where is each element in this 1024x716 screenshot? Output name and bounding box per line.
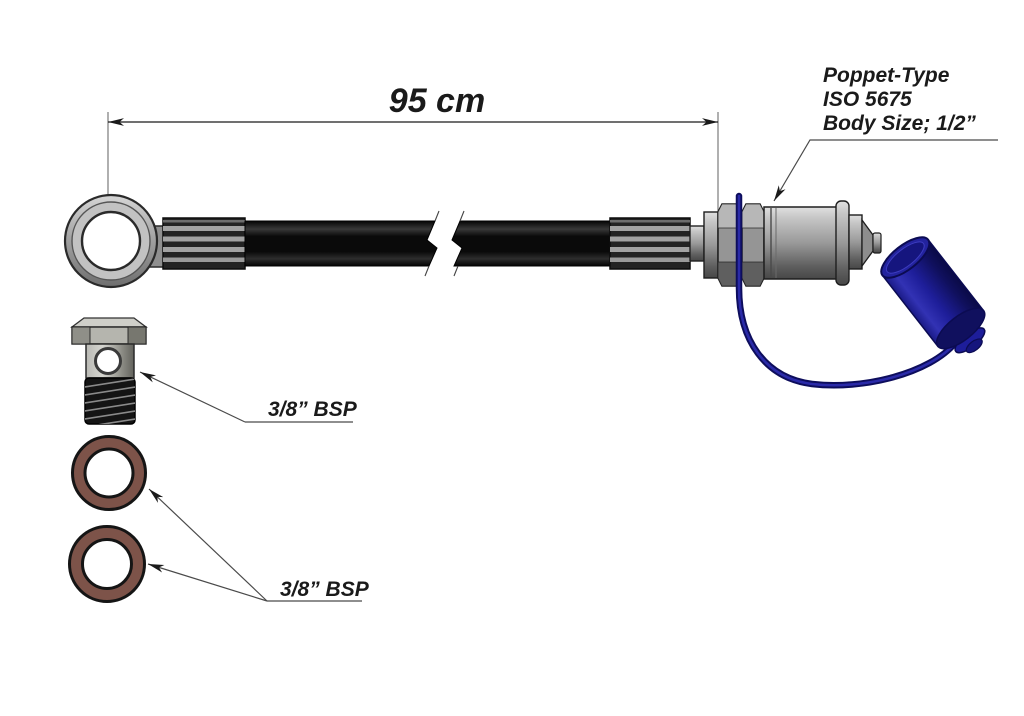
hose-segment-left [244, 220, 438, 267]
lanyard-cable [737, 194, 958, 387]
coupling-spec-line1: Poppet-Type [823, 64, 950, 87]
washer-bore [83, 447, 135, 499]
callout-bolt-spec: 3/8” BSP [139, 371, 358, 423]
ferrule-rib [610, 236, 690, 242]
dimension-label: 95 cm [389, 82, 485, 120]
hose-assembly [63, 193, 882, 289]
crimp-ferrule-right [609, 217, 691, 270]
ferrule-rib [163, 257, 245, 262]
break-symbol-ticks [424, 210, 465, 277]
bolt-head-top [70, 317, 148, 328]
cap-open-face-inner [885, 241, 925, 274]
bolt-leader-line [139, 371, 246, 423]
ferrule-rib [610, 247, 690, 252]
ferrule-rib [610, 226, 690, 231]
bolt-cross-hole [94, 347, 122, 375]
coupling-probe [848, 214, 863, 270]
callout-coupling-spec: Poppet-Type ISO 5675 Body Size; 1/2” [773, 64, 998, 202]
coupling-cone [861, 218, 874, 268]
sealing-washers [68, 435, 147, 603]
ferrule-rib [163, 226, 245, 231]
callout-washers-spec: 3/8” BSP [147, 488, 370, 602]
coupling-spec-line3: Body Size; 1/2” [823, 112, 976, 135]
coupling-spec-line2: ISO 5675 [823, 88, 912, 111]
hose-segment-right [451, 220, 613, 267]
dust-cap-lanyard [735, 192, 986, 389]
cap-bottom [935, 307, 986, 350]
banjo-bolt [70, 317, 148, 425]
bolt-head-facet [127, 326, 147, 345]
dimension-95cm: 95 cm [107, 82, 719, 247]
washer2-leader-line [147, 563, 268, 602]
coupling-leader-line [773, 139, 998, 202]
cap-flange-tip [965, 338, 983, 354]
coupling-collar [689, 225, 705, 262]
coupling-hex-nut-1 [717, 203, 741, 287]
banjo-ring-bore [80, 210, 142, 272]
coupling-spacer [703, 211, 719, 279]
coupling-tip [872, 232, 882, 254]
bolt-head-facet [71, 326, 91, 345]
blue-dust-cap [880, 236, 986, 354]
washers-spec-label: 3/8” BSP [280, 578, 370, 601]
coupling-hex-nut-2 [741, 203, 765, 287]
bolt-spec-label: 3/8” BSP [268, 398, 358, 421]
banjo-ring-fitting [63, 193, 167, 289]
washer1-leader-line [148, 488, 268, 602]
ferrule-rib [163, 247, 245, 252]
poppet-quick-coupling [689, 200, 882, 287]
washer-bore [81, 538, 133, 590]
ferrule-rib [610, 257, 690, 262]
bolt-threads [84, 377, 136, 425]
ferrule-rib [163, 220, 245, 223]
sealing-washer-2 [68, 525, 146, 603]
sealing-washer-1 [71, 435, 147, 511]
coupling-ring-ridge [835, 200, 850, 286]
ferrule-rib [610, 220, 690, 223]
crimp-ferrule-left [162, 217, 246, 270]
coupling-body [763, 206, 839, 280]
ferrule-rib [163, 236, 245, 242]
